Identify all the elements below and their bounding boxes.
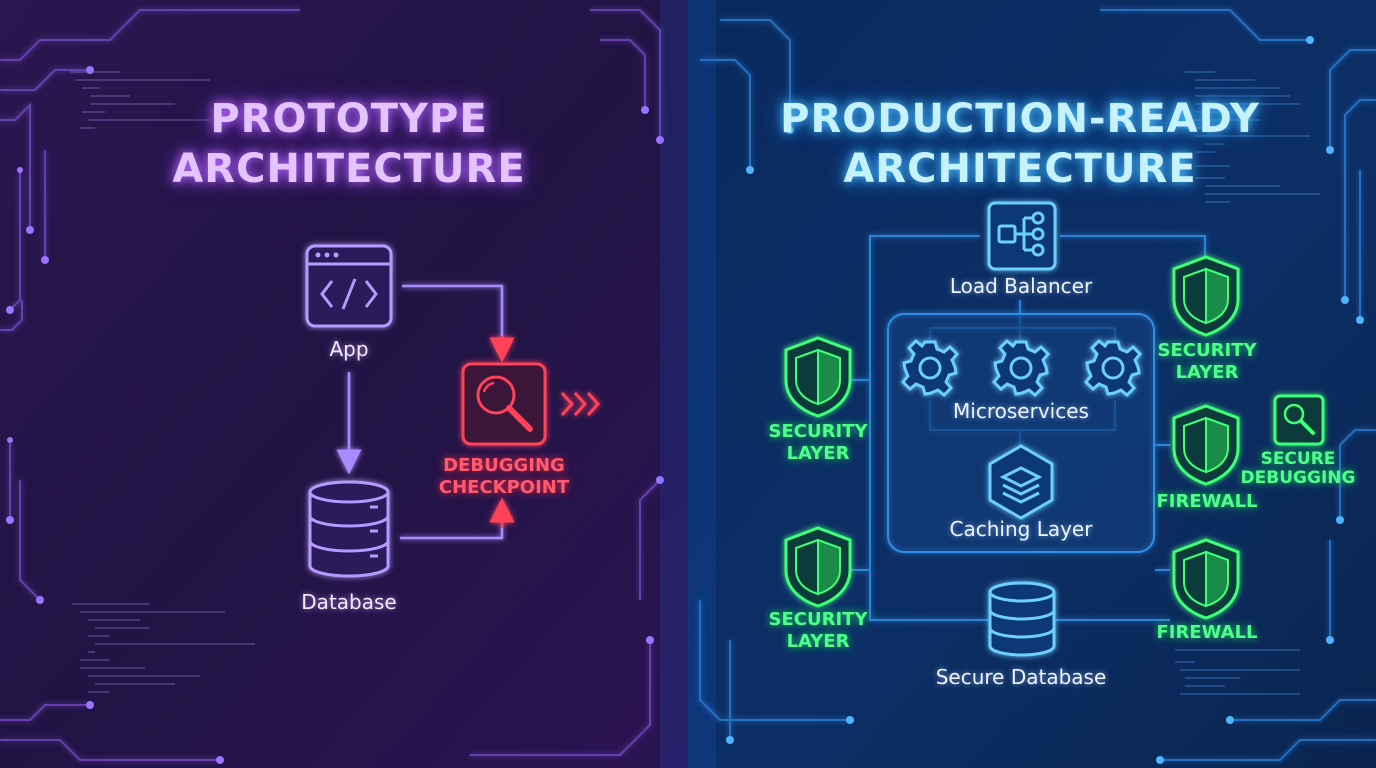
- shield-icon-security-right: [1172, 255, 1240, 337]
- microservices-label: Microservices: [953, 399, 1089, 423]
- debugging-checkpoint-label: DEBUGGING CHECKPOINT: [439, 455, 569, 499]
- right-circuit-traces: [699, 9, 1376, 761]
- right-title-line2: ARCHITECTURE: [843, 146, 1197, 192]
- app-icon: [305, 244, 393, 328]
- load-balancer-icon: [987, 201, 1057, 271]
- left-title-line1: PROTOTYPE: [210, 96, 488, 142]
- center-divider: [660, 0, 716, 768]
- debugging-checkpoint-line1: DEBUGGING: [443, 455, 565, 476]
- security-layer-left-bottom-label: SECURITY LAYER: [769, 609, 868, 653]
- right-title-line1: PRODUCTION-READY: [780, 96, 1260, 142]
- security-layer-left-top-line1: SECURITY: [768, 421, 868, 442]
- security-layer-right-line1: SECURITY: [1157, 340, 1257, 361]
- security-layer-left-bottom-line2: LAYER: [786, 631, 850, 652]
- caching-layer-label: Caching Layer: [949, 517, 1093, 541]
- debugging-checkpoint-line2: CHECKPOINT: [438, 477, 570, 498]
- shield-icon-security-left-bottom: [784, 526, 852, 608]
- secure-debugging-line1: SECURE: [1260, 449, 1336, 469]
- security-layer-right-line2: LAYER: [1175, 362, 1239, 383]
- right-circuit-nodes: [726, 36, 1364, 764]
- security-layer-left-top-line2: LAYER: [786, 443, 850, 464]
- secure-database-label: Secure Database: [935, 665, 1107, 689]
- database-icon: [308, 480, 390, 578]
- left-title-line2: ARCHITECTURE: [172, 146, 526, 192]
- firewall-top-label: FIREWALL: [1156, 491, 1258, 512]
- security-layer-right-label: SECURITY LAYER: [1158, 340, 1257, 384]
- shield-icon-security-left-top: [784, 336, 852, 418]
- microservice-gear-icons: [900, 338, 1143, 398]
- secure-debugging-icon: [1273, 394, 1325, 446]
- code-snippet-top-right: [1185, 71, 1320, 203]
- left-circuit-nodes: [6, 66, 664, 764]
- firewall-bottom-label: FIREWALL: [1156, 622, 1258, 643]
- code-snippet-bottom-left: [72, 603, 255, 693]
- shield-icon-firewall-top: [1172, 404, 1240, 486]
- left-panel-bg: [0, 0, 688, 768]
- load-balancer-label: Load Balancer: [949, 274, 1093, 298]
- app-label: App: [329, 337, 369, 361]
- secure-debugging-label: SECURE DEBUGGING: [1241, 450, 1356, 488]
- caching-layer-icon: [988, 444, 1054, 520]
- shield-icon-firewall-bottom: [1172, 538, 1240, 620]
- security-layer-left-top-label: SECURITY LAYER: [769, 421, 868, 465]
- secure-database-icon: [988, 581, 1056, 657]
- debug-chevrons: [560, 391, 601, 417]
- database-label: Database: [301, 590, 397, 614]
- left-circuit-traces: [0, 9, 661, 761]
- code-snippet-top-left: [70, 71, 210, 129]
- right-title: PRODUCTION-READY ARCHITECTURE: [780, 94, 1260, 194]
- debugging-checkpoint-icon: [461, 362, 547, 446]
- left-connectors: [336, 284, 515, 540]
- left-title: PROTOTYPE ARCHITECTURE: [172, 94, 525, 194]
- security-layer-left-bottom-line1: SECURITY: [768, 609, 868, 630]
- secure-debugging-line2: DEBUGGING: [1240, 468, 1356, 488]
- code-snippet-bottom-right: [1175, 649, 1300, 695]
